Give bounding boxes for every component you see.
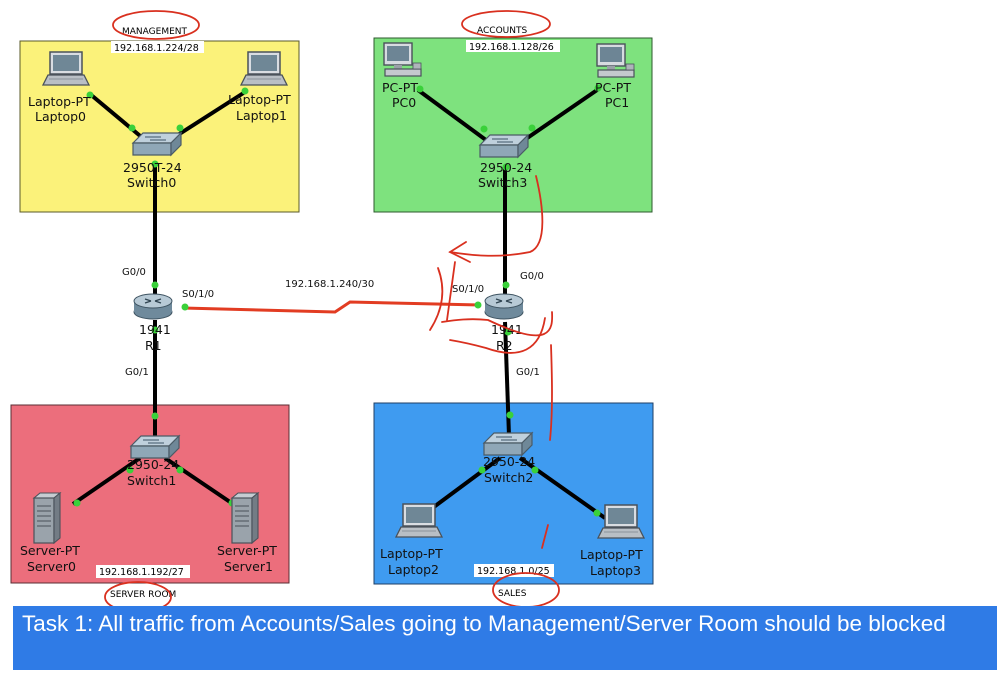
sales-subnet-label: 192.168.1.0/25 — [477, 566, 550, 577]
laptop0-name-label: Laptop0 — [35, 109, 86, 124]
laptop2-name-label: Laptop2 — [388, 562, 439, 577]
router-icon[interactable] — [133, 293, 173, 320]
switch1-name-label: Switch1 — [127, 473, 176, 488]
r1-name-label: R1 — [145, 338, 162, 353]
switch-icon[interactable] — [479, 134, 529, 158]
r1-s010-port-label: S0/1/0 — [182, 289, 214, 300]
sales-zone-label: SALES — [498, 589, 527, 599]
laptop1-name-label: Laptop1 — [236, 108, 287, 123]
laptop-icon[interactable] — [597, 504, 645, 539]
r2-s010-port-label: S0/1/0 — [452, 284, 484, 295]
task-description: Task 1: All traffic from Accounts/Sales … — [22, 611, 946, 636]
r2-g00-port-label: G0/0 — [520, 271, 544, 282]
switch0-name-label: Switch0 — [127, 175, 176, 190]
server0-model-label: Server-PT — [20, 543, 80, 558]
server1-name-label: Server1 — [224, 559, 273, 574]
switch-icon[interactable] — [483, 432, 533, 456]
r1-g01-port-label: G0/1 — [125, 367, 149, 378]
laptop-icon[interactable] — [42, 51, 90, 86]
laptop0-model-label: Laptop-PT — [28, 94, 91, 109]
server-icon[interactable] — [33, 492, 61, 544]
ethernet-links — [71, 86, 607, 520]
port-status-dots — [73, 84, 602, 517]
server-room-subnet-label: 192.168.1.192/27 — [99, 567, 184, 578]
accounts-subnet-label: 192.168.1.128/26 — [469, 42, 554, 53]
accounts-zone-label: ACCOUNTS — [477, 26, 527, 36]
switch3-model-label: 2950-24 — [480, 160, 532, 175]
serial-link-subnet-label: 192.168.1.240/30 — [285, 279, 374, 290]
server1-model-label: Server-PT — [217, 543, 277, 558]
handwritten-annotations — [104, 10, 560, 613]
switch0-model-label: 2950T-24 — [123, 160, 182, 175]
management-zone-label: MANAGEMENT — [122, 27, 187, 37]
pc0-name-label: PC0 — [392, 95, 416, 110]
r2-name-label: R2 — [496, 338, 513, 353]
task-banner: Task 1: All traffic from Accounts/Sales … — [13, 606, 997, 670]
router-icon[interactable] — [484, 293, 524, 320]
laptop3-model-label: Laptop-PT — [580, 547, 643, 562]
pc1-model-label: PC-PT — [595, 80, 631, 95]
r1-model-label: 1941 — [139, 322, 171, 337]
laptop3-name-label: Laptop3 — [590, 563, 641, 578]
laptop-icon[interactable] — [240, 51, 288, 86]
switch-icon[interactable] — [132, 132, 182, 156]
management-subnet-label: 192.168.1.224/28 — [114, 43, 199, 54]
server0-name-label: Server0 — [27, 559, 76, 574]
switch3-name-label: Switch3 — [478, 175, 527, 190]
pc0-model-label: PC-PT — [382, 80, 418, 95]
switch1-model-label: 2950-24 — [127, 457, 179, 472]
laptop2-model-label: Laptop-PT — [380, 546, 443, 561]
server-icon[interactable] — [231, 492, 259, 544]
serial-link — [182, 300, 481, 314]
r2-g01-port-label: G0/1 — [516, 367, 540, 378]
r1-g00-port-label: G0/0 — [122, 267, 146, 278]
server-room-zone-label: SERVER ROOM — [110, 590, 176, 600]
laptop1-model-label: Laptop-PT — [228, 92, 291, 107]
switch-icon[interactable] — [130, 435, 180, 459]
switch2-name-label: Switch2 — [484, 470, 533, 485]
laptop-icon[interactable] — [395, 503, 443, 538]
pc1-name-label: PC1 — [605, 95, 629, 110]
switch2-model-label: 2950-24 — [483, 454, 535, 469]
